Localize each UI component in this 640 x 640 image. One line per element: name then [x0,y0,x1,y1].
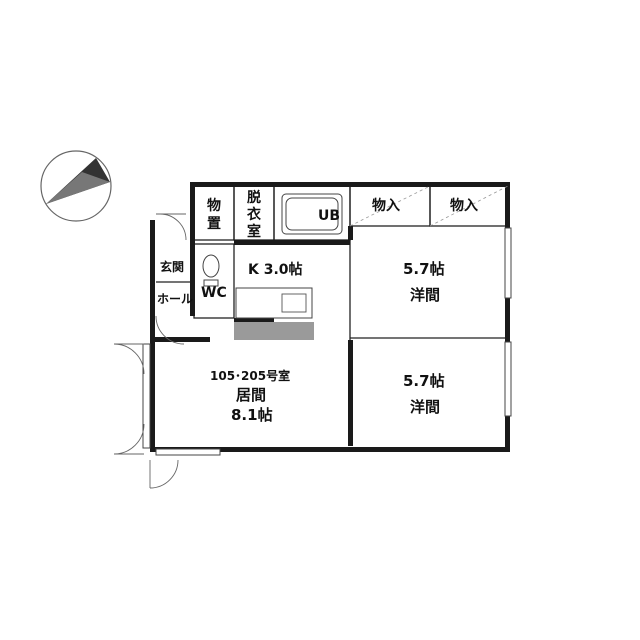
kitchen-counter [234,287,314,340]
bedroom-bottom-size: 5.7帖 [403,372,445,390]
bathtub [281,193,343,235]
hall-label: ホール [157,292,193,306]
toilet-fixture [202,254,220,287]
windows [142,227,512,456]
entrance-label: 玄関 [160,259,184,274]
dressing-label-1: 脱 [247,189,261,206]
dressing-label-3: 室 [247,223,261,240]
storage-label-bottom: 置 [207,215,221,232]
dressing-label-2: 衣 [247,206,262,223]
living-size: 8.1帖 [231,406,273,424]
toilet-label: WC [201,285,227,301]
door-swings [113,213,187,489]
closet-right-label: 物入 [450,197,478,214]
living-name: 居間 [236,386,266,404]
bedroom-top-name: 洋間 [410,286,440,304]
room-labels: 物 置 脱 衣 室 UB 物入 物入 玄関 ホール WC K 3.0帖 5.7帖… [157,189,478,424]
compass-icon [40,150,112,222]
bedroom-bottom-name: 洋間 [410,398,440,416]
closet-markers [349,185,509,227]
closet-left-label: 物入 [372,197,400,214]
unit-label: 105･205号室 [210,368,290,383]
storage-label-top: 物 [207,197,221,214]
bath-label: UB [318,208,340,224]
exterior-walls [150,182,510,452]
bedroom-top-size: 5.7帖 [403,260,445,278]
kitchen-label: K 3.0帖 [248,261,303,278]
